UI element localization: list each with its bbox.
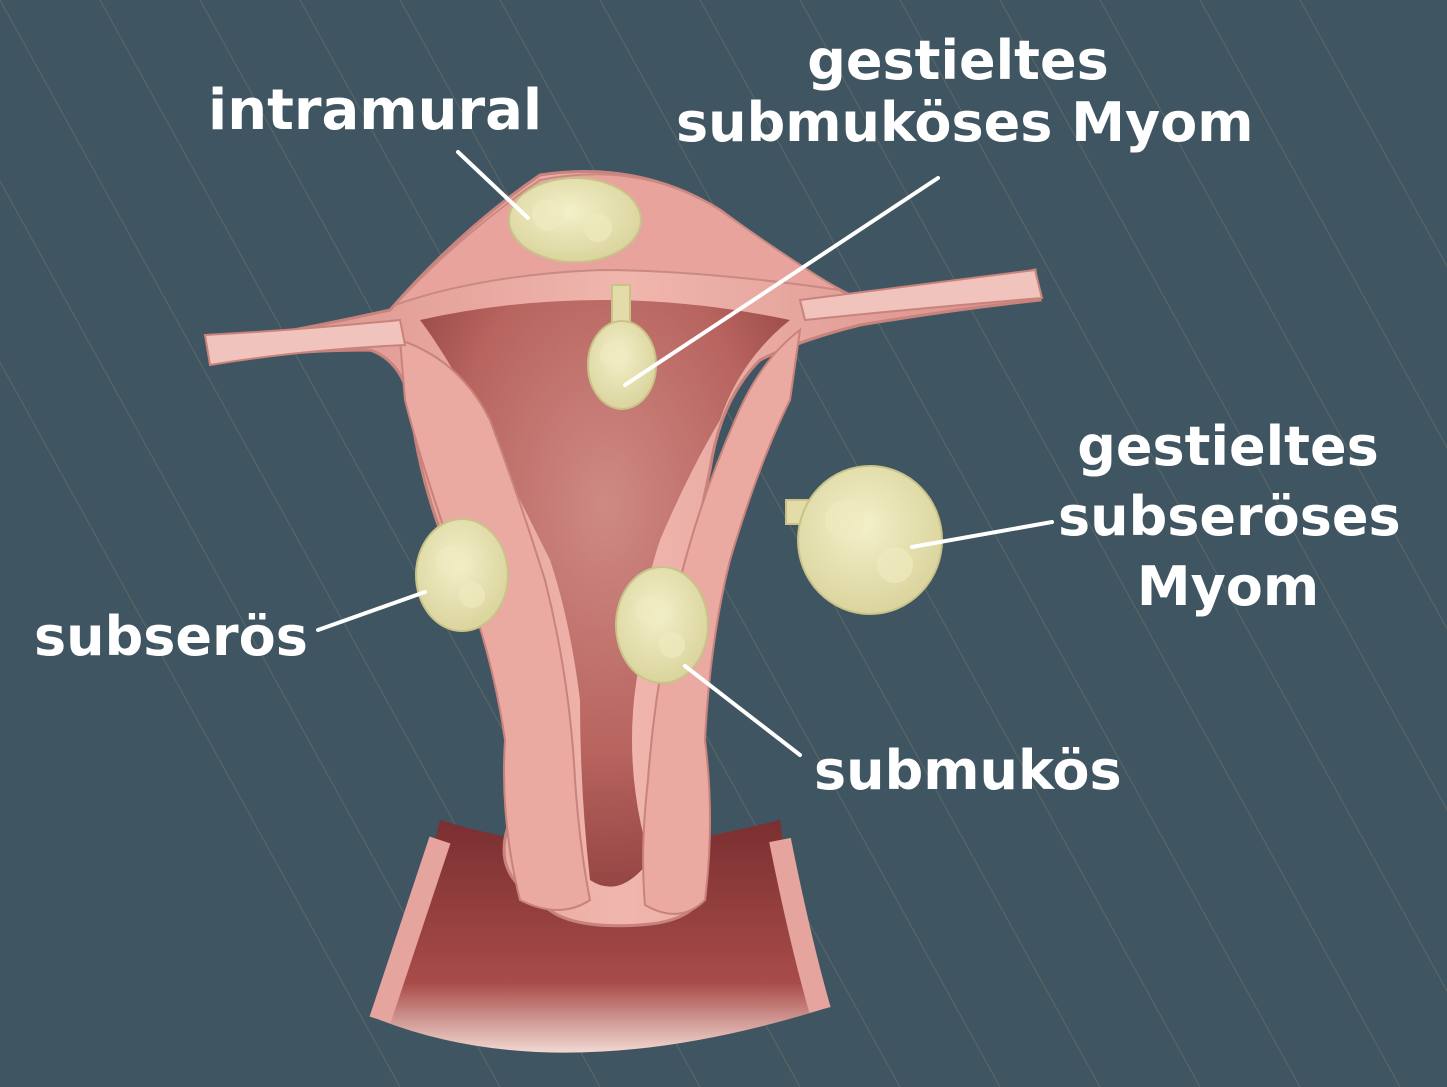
label-line: subseröses	[1058, 482, 1398, 552]
label-line: Myom	[1058, 552, 1398, 622]
label-submukoes: submukös	[814, 740, 1122, 802]
label-gestieltes-subseroeses-myom: gestieltes subseröses Myom	[1058, 412, 1398, 622]
label-intramural: intramural	[208, 80, 542, 142]
fibroid-subserous	[416, 519, 508, 631]
fibroid-intramural	[509, 178, 641, 262]
fibroid-submucous	[616, 567, 708, 683]
label-line: submuköses Myom	[676, 92, 1240, 154]
label-line: gestieltes	[676, 30, 1240, 92]
label-subseroes: subserös	[34, 606, 308, 668]
leader-line-intramural	[458, 152, 528, 218]
fibroid-pedunculated-subserous	[786, 466, 942, 614]
leader-line-subseroes	[318, 592, 425, 630]
label-line: gestieltes	[1058, 412, 1398, 482]
label-gestieltes-submukoeses-myom: gestieltes submuköses Myom	[676, 30, 1240, 154]
